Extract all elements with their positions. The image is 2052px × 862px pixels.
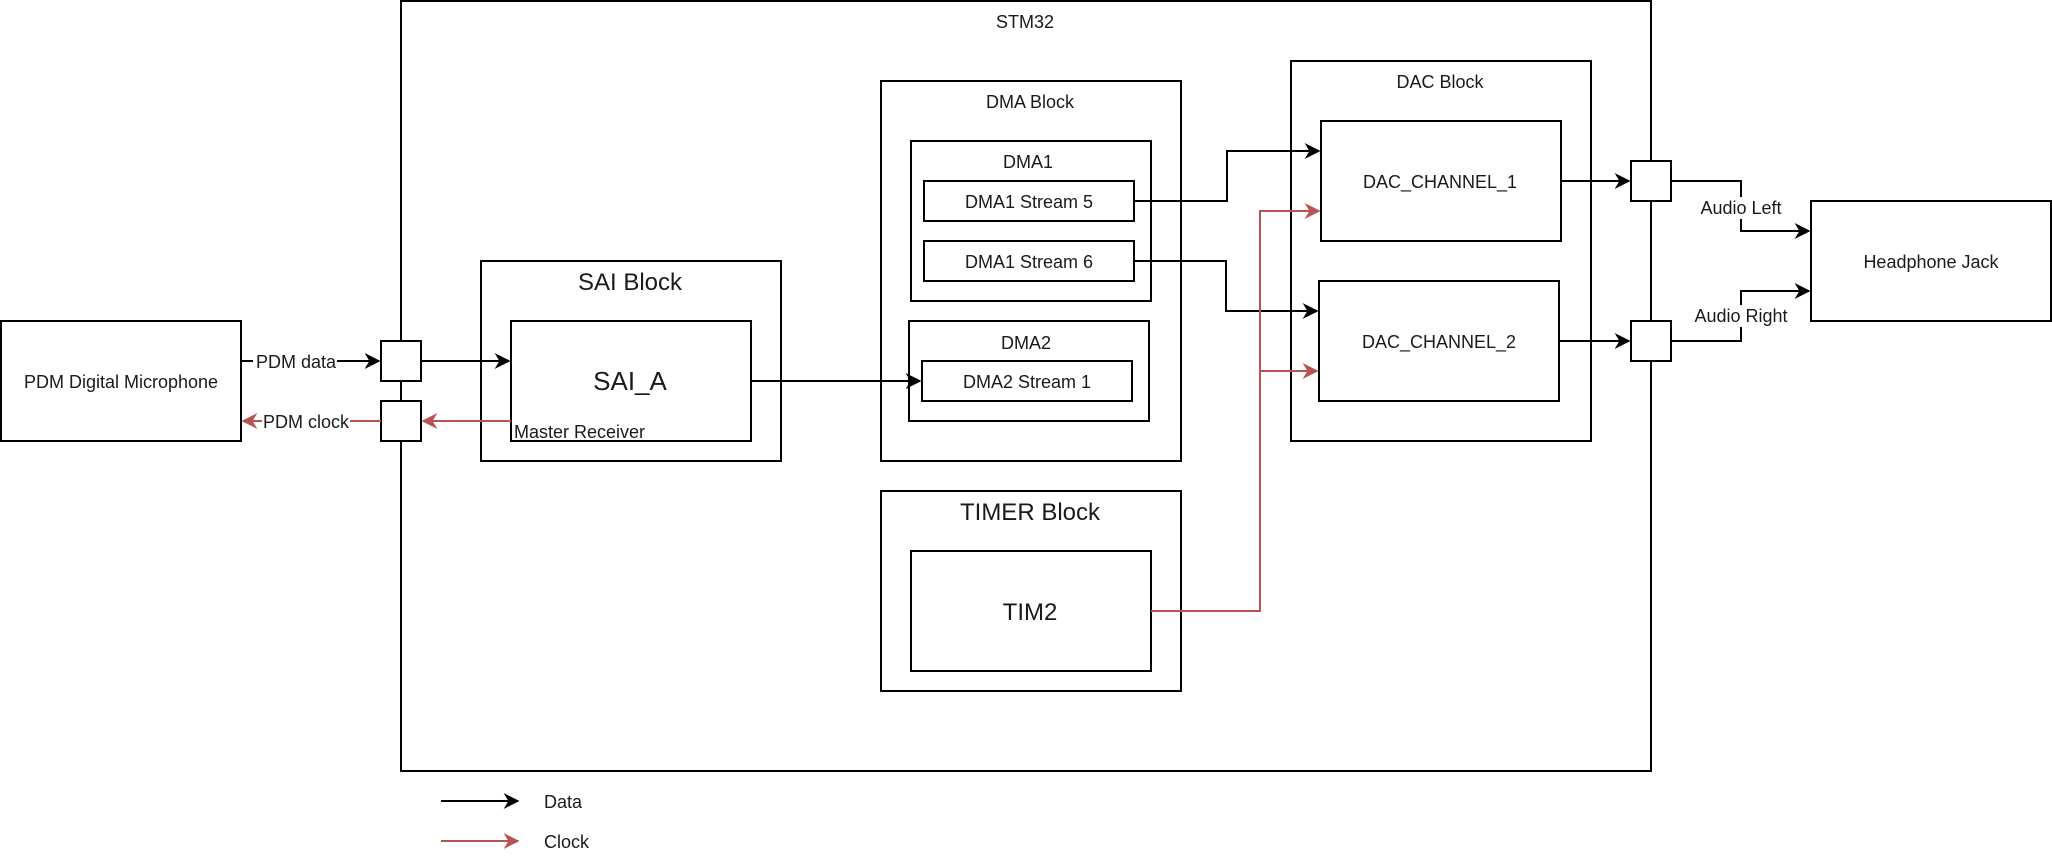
edge-stream5-to-dac1 [1134,143,1321,202]
dma2-stream1-label: DMA2 Stream 1 [963,372,1091,392]
legend: Data Clock [441,792,590,852]
pdm-microphone-label: PDM Digital Microphone [24,372,218,392]
stm32-label: STM32 [996,12,1054,32]
pdm-clock-port [380,400,422,442]
dma2-stream1 [921,360,1133,402]
audio-right-port [1630,320,1672,362]
edge-stream6-to-dac2 [1134,260,1319,319]
pdm-clock-label: PDM clock [263,412,350,432]
dac-channel-2 [1318,280,1560,402]
dma1-label: DMA1 [1003,152,1053,172]
dma1-stream5 [923,180,1135,222]
edge-tim2-to-dac1 [1151,203,1321,612]
timer-block-label: TIMER Block [960,499,1101,526]
master-receiver-label: Master Receiver [514,422,645,442]
sai-a-label: SAI_A [593,366,667,396]
headphone-jack-label: Headphone Jack [1863,252,1999,272]
legend-data-label: Data [544,792,583,812]
dma-block-label: DMA Block [986,92,1075,112]
audio-left-port [1630,160,1672,202]
headphone-jack [1810,200,2052,322]
dma1-stream6 [923,240,1135,282]
dma1-stream6-label: DMA1 Stream 6 [965,252,1093,272]
tim2-label: TIM2 [1003,599,1058,626]
audio-left-label: Audio Left [1700,198,1781,218]
pdm-data-label: PDM data [256,352,337,372]
dac-block-label: DAC Block [1396,72,1484,92]
pdm-microphone [0,320,242,442]
sai-block-label: SAI Block [578,269,683,296]
tim2 [910,550,1152,672]
audio-right-label: Audio Right [1694,306,1787,326]
dma1-stream5-label: DMA1 Stream 5 [965,192,1093,212]
sai-a [510,320,752,442]
dac-channel-1-label: DAC_CHANNEL_1 [1363,172,1517,193]
pdm-data-port [380,340,422,382]
legend-clock-label: Clock [544,832,590,852]
dac-channel-2-label: DAC_CHANNEL_2 [1362,332,1516,353]
dma2-label: DMA2 [1001,333,1051,353]
